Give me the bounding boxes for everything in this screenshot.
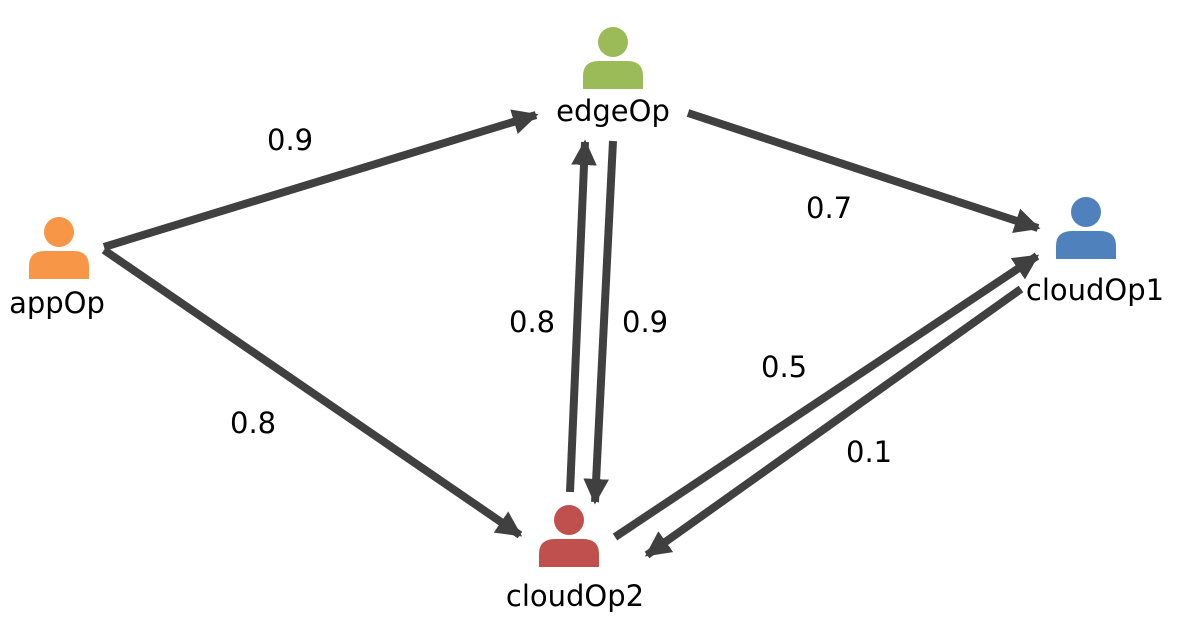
node-appOp: appOp xyxy=(9,217,105,320)
edges-layer xyxy=(101,109,1041,559)
edge-cloudOp2-cloudOp1 xyxy=(612,252,1040,541)
edge-label-appOp-edgeOp: 0.9 xyxy=(267,123,313,157)
edge-cloudOp2-edgeOp xyxy=(566,139,597,493)
edge-labels-layer: 0.9 0.8 0.7 0.8 0.9 0.5 0.1 xyxy=(230,123,892,469)
edge-label-edgeOp-cloudOp1: 0.7 xyxy=(806,191,852,225)
edge-label-appOp-cloudOp2: 0.8 xyxy=(230,406,276,440)
edge-label-cloudOp2-edgeOp: 0.8 xyxy=(509,305,555,339)
edge-appOp-edgeOp xyxy=(102,109,539,251)
person-icon xyxy=(539,505,599,567)
node-cloudOp1: cloudOp1 xyxy=(1026,197,1164,307)
node-label-cloudOp2: cloudOp2 xyxy=(506,579,644,613)
person-icon xyxy=(583,27,643,89)
node-cloudOp2: cloudOp2 xyxy=(506,505,644,613)
edge-label-cloudOp2-cloudOp1: 0.5 xyxy=(761,350,807,384)
node-edgeOp: edgeOp xyxy=(556,27,670,128)
person-icon xyxy=(29,217,89,279)
edge-label-edgeOp-cloudOp2: 0.9 xyxy=(622,305,668,339)
node-label-appOp: appOp xyxy=(9,286,105,320)
edge-cloudOp1-cloudOp2 xyxy=(644,285,1024,559)
node-label-edgeOp: edgeOp xyxy=(556,94,670,128)
person-icon xyxy=(1056,197,1116,259)
edge-edgeOp-cloudOp1 xyxy=(686,109,1041,233)
edge-edgeOp-cloudOp2 xyxy=(583,140,617,505)
edge-label-cloudOp1-cloudOp2: 0.1 xyxy=(846,435,892,469)
edge-appOp-cloudOp2 xyxy=(101,246,523,539)
node-label-cloudOp1: cloudOp1 xyxy=(1026,273,1164,307)
